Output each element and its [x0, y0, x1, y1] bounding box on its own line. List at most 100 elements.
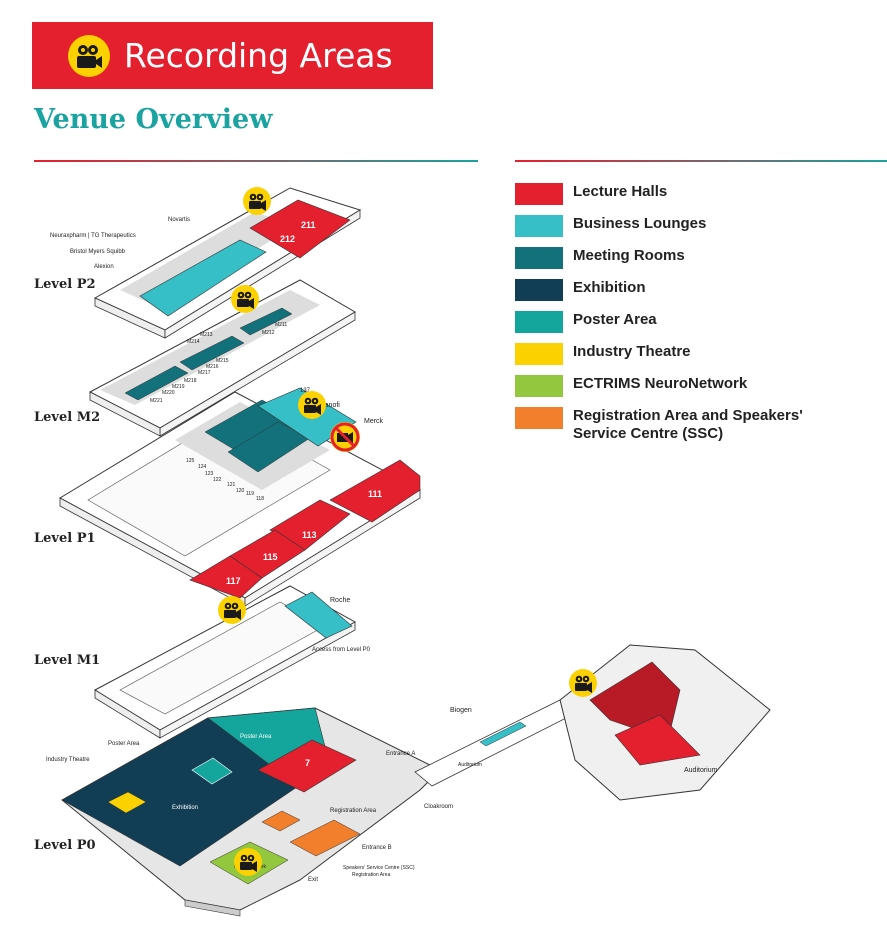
- level-label-p0: Level P0: [34, 838, 96, 853]
- room-m215: M215: [216, 358, 229, 364]
- ssc-sub-label: Registration Area: [352, 872, 391, 878]
- exhibitor-biogen-booth: [479, 721, 527, 747]
- legend-item: Registration Area and Speakers' Service …: [515, 407, 823, 443]
- exhibitor-neuraxpharm: Neuraxpharm | TG Therapeutics: [50, 233, 136, 239]
- room-m212: M212: [262, 330, 275, 336]
- access-from-p0: Access from Level P0: [312, 647, 371, 653]
- legend-item: ECTRIMS NeuroNetwork: [515, 375, 823, 397]
- legend-swatch: [515, 343, 563, 365]
- no-recording-icon: [330, 422, 360, 452]
- exit-label: Exit: [308, 877, 318, 883]
- room-115-label: 115: [263, 552, 278, 562]
- room-212-label: 212: [280, 234, 295, 244]
- legend-item: Poster Area: [515, 311, 823, 333]
- entrance-a-label: Entrance A: [386, 751, 415, 757]
- exhibition-label: Exhibition: [172, 805, 198, 811]
- ssc-label: Speakers' Service Centre (SSC): [343, 865, 415, 871]
- level-m2-floor: [88, 279, 356, 437]
- legend-swatch: [515, 311, 563, 333]
- legend-label: Poster Area: [573, 311, 657, 328]
- entrance-b-label: Entrance B: [362, 845, 392, 851]
- exhibitor-alexion: Alexion: [94, 264, 114, 270]
- level-p2-floor: [93, 187, 362, 339]
- poster-area-room-label: Poster Area: [240, 734, 272, 740]
- room-m220: M220: [162, 390, 175, 396]
- poster-area-zone: [191, 757, 233, 785]
- recording-camera-icon: [243, 187, 271, 215]
- room-124: 124: [198, 464, 207, 470]
- level-p1-floor: [58, 387, 422, 607]
- registration-area-zone: [261, 810, 301, 832]
- video-camera-icon: [68, 34, 110, 77]
- industry-theatre-zone: [107, 791, 147, 814]
- room-121: 121: [227, 482, 236, 488]
- recording-camera-icon: [298, 391, 326, 419]
- lecture-hall-7: [257, 739, 357, 793]
- legend-item: Meeting Rooms: [515, 247, 823, 269]
- lecture-hall-111: [329, 459, 421, 523]
- recording-camera-icon: [569, 669, 597, 697]
- legend-label: ECTRIMS NeuroNetwork: [573, 375, 748, 392]
- legend-swatch: [515, 247, 563, 269]
- level-m1-floor: [93, 585, 357, 739]
- legend-label: Exhibition: [573, 279, 646, 296]
- legend-swatch: [515, 407, 563, 429]
- room-7-label: 7: [305, 758, 310, 768]
- business-lounge-p2: [139, 239, 267, 317]
- room-118: 118: [256, 496, 264, 502]
- room-m219: M219: [172, 384, 185, 390]
- legend-label: Registration Area and Speakers' Service …: [573, 407, 803, 442]
- room-119: 119: [246, 491, 254, 497]
- room-m211: M211: [275, 322, 287, 328]
- legend-swatch: [515, 279, 563, 301]
- room-113-label: 113: [302, 530, 317, 540]
- legend-swatch: [515, 183, 563, 205]
- legend-item: Industry Theatre: [515, 343, 823, 365]
- legend-item: Lecture Halls: [515, 183, 823, 205]
- auditorium-label: Auditorium: [684, 767, 718, 774]
- legend-item: Business Lounges: [515, 215, 823, 237]
- level-label-p2: Level P2: [34, 277, 96, 292]
- recording-camera-icon: [218, 596, 246, 624]
- registration-area-label: Registration Area: [330, 808, 377, 814]
- room-m221: M221: [150, 398, 163, 404]
- poster-area-label: Poster Area: [108, 741, 140, 747]
- level-label-p1: Level P1: [34, 531, 96, 546]
- room-m213: M213: [200, 332, 213, 338]
- exhibitor-roche-booth: [284, 591, 353, 639]
- legend-label: Meeting Rooms: [573, 247, 685, 264]
- room-117-label: 117: [226, 576, 241, 586]
- exhibitor-novartis: Novartis: [168, 217, 190, 223]
- walkway: [414, 699, 579, 787]
- exhibitor-biogen: Biogen: [450, 707, 472, 714]
- legend-swatch: [515, 375, 563, 397]
- room-m214: M214: [187, 339, 200, 345]
- walkway-auditorium-label: Auditorium: [458, 762, 482, 768]
- banner-title: Recording Areas: [124, 36, 393, 75]
- lecture-hall-117: [189, 555, 263, 599]
- legend-label: Business Lounges: [573, 215, 707, 232]
- lecture-hall-211-212: [249, 199, 351, 259]
- room-111-label: 111: [368, 489, 382, 499]
- auditorium-building: [559, 644, 771, 801]
- recording-camera-icon: [234, 848, 262, 876]
- recording-areas-banner: Recording Areas: [32, 22, 433, 89]
- room-m217: M217: [198, 370, 211, 376]
- room-137: 137: [300, 388, 311, 394]
- exhibitor-merck: Merck: [364, 418, 384, 425]
- cloakroom-label: Cloakroom: [424, 804, 453, 810]
- legend-label: Lecture Halls: [573, 183, 668, 200]
- divider-left: [34, 160, 478, 162]
- room-211-label: 211: [301, 220, 316, 230]
- room-125: 125: [186, 458, 195, 464]
- room-123: 123: [205, 471, 214, 477]
- legend-label: Industry Theatre: [573, 343, 691, 360]
- room-m216: M216: [206, 364, 219, 370]
- recording-camera-icon: [231, 285, 259, 313]
- room-m218: M218: [184, 378, 197, 384]
- exhibitor-bms: Bristol Myers Squibb: [70, 249, 126, 255]
- room-120: 120: [236, 488, 245, 494]
- exhibitor-sanofi: Sanofi: [320, 402, 340, 409]
- map-legend: Lecture Halls Business Lounges Meeting R…: [515, 183, 823, 453]
